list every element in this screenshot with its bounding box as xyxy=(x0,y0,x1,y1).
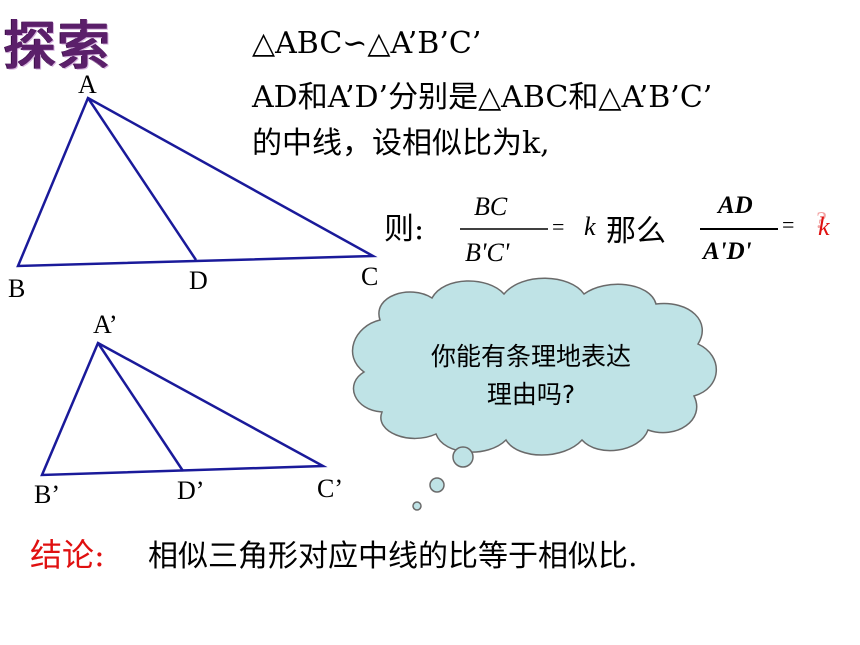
formula-equals-1: = xyxy=(552,214,565,239)
thought-cloud xyxy=(351,277,717,511)
page-title: 探索 xyxy=(4,16,113,77)
fraction-2-denominator: A'D' xyxy=(703,238,752,265)
fraction-1-denominator: B'C' xyxy=(465,238,510,267)
formula-k: k xyxy=(584,212,596,241)
formula-equals-2: = xyxy=(782,212,795,237)
label-b: B xyxy=(8,274,26,303)
label-a: A xyxy=(78,70,97,99)
median-a1d1 xyxy=(96,342,185,472)
given-line-2: AD和A’D’分别是△ABC和△A’B’C’ xyxy=(252,80,713,115)
label-c: C xyxy=(361,262,379,291)
formula-so: 那么 xyxy=(606,214,666,249)
formula-question-mark: ? xyxy=(814,208,826,234)
label-d: D xyxy=(189,266,208,295)
given-line-1: △ABC∽△A’B’C’ xyxy=(252,26,482,61)
thought-bubble-small xyxy=(412,501,422,511)
cloud-text: 你能有条理地表达 理由吗? xyxy=(386,338,676,414)
conclusion-text: 相似三角形对应中线的比等于相似比. xyxy=(148,539,638,574)
triangle-abc-outline xyxy=(16,96,378,268)
median-ad xyxy=(86,97,198,261)
cloud-text-line-1: 你能有条理地表达 xyxy=(430,342,631,371)
label-d-prime: D’ xyxy=(177,476,205,505)
thought-bubble-medium xyxy=(429,477,445,493)
fraction-1-numerator: BC xyxy=(474,192,508,221)
cloud-shape xyxy=(351,277,717,456)
label-a-prime: A’ xyxy=(93,310,118,339)
cloud-text-line-2: 理由吗? xyxy=(486,380,576,409)
formula-then: 则: xyxy=(384,212,425,247)
label-b-prime: B’ xyxy=(34,480,60,509)
fraction-2-numerator: AD xyxy=(718,192,753,219)
thought-bubble-large xyxy=(452,446,474,468)
triangle-a1b1c1-outline xyxy=(40,341,328,477)
triangle-abc xyxy=(16,96,378,268)
conclusion-label: 结论: xyxy=(30,536,105,574)
given-line-3: 的中线，设相似比为k, xyxy=(252,126,550,161)
triangle-a1b1c1 xyxy=(40,341,328,477)
formula-answer-k: k xyxy=(818,212,830,241)
label-c-prime: C’ xyxy=(317,474,343,503)
